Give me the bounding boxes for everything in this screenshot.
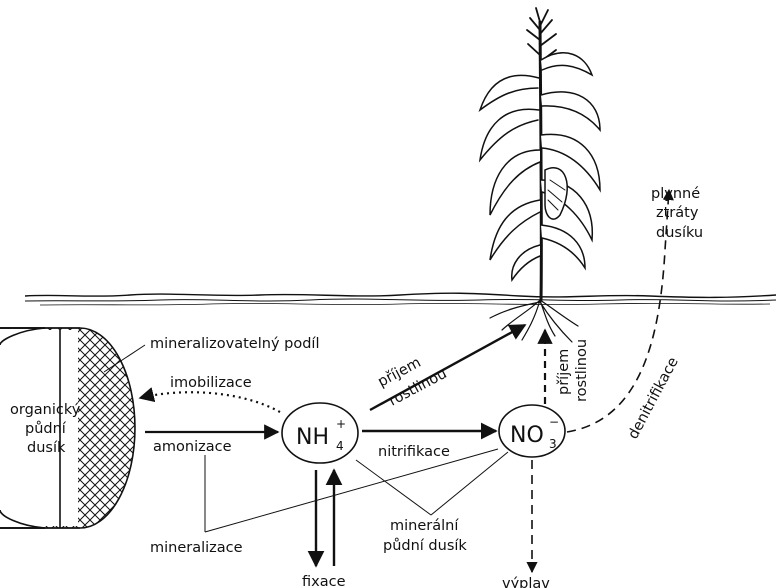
mineralization-label: mineralizace: [150, 540, 243, 556]
soil-surface: [25, 293, 776, 305]
organic-label-line1: organický: [10, 402, 81, 418]
immobilization-arrow: [140, 392, 280, 412]
mineral-leader-ammonium: [356, 460, 431, 515]
organic-label-line2: půdní: [25, 421, 67, 437]
leaching-label: výplav: [502, 576, 550, 588]
organic-label-line3: dusík: [27, 440, 66, 456]
fixation-label: fixace: [302, 574, 346, 588]
nitrate-node: NO − 3: [499, 405, 565, 457]
gas-loss-label-line3: dusíku: [656, 225, 703, 241]
mineral-nitrogen-label-line2: půdní dusík: [383, 538, 467, 554]
ammonium-subscript: 4: [336, 439, 344, 453]
nitrate-charge: −: [549, 415, 559, 429]
gas-loss-label-line2: ztráty: [656, 205, 699, 221]
nitrate-uptake-label-2: rostlinou: [574, 339, 590, 402]
nitrate-uptake-label-1: příjem: [556, 349, 572, 395]
nitrate-symbol: NO: [510, 423, 544, 448]
ammonium-charge: +: [336, 417, 346, 431]
immobilization-label: imobilizace: [170, 375, 252, 391]
nitrification-label: nitrifikace: [378, 444, 450, 460]
mineral-nitrogen-label-line1: minerální: [390, 518, 459, 534]
organic-soil-nitrogen-pool: organický půdní dusík: [0, 328, 135, 528]
maize-plant: [480, 8, 600, 342]
ammonification-label: amonizace: [153, 439, 232, 455]
mineral-leader-nitrate: [431, 452, 508, 515]
mineralizable-share-label: mineralizovatelný podíl: [150, 336, 319, 352]
ammonium-node: NH + 4: [282, 403, 358, 463]
gas-loss-label-line1: plynné: [651, 186, 700, 202]
denitrification-label: denitrifikace: [625, 355, 681, 442]
nitrate-subscript: 3: [549, 437, 557, 451]
ammonium-symbol: NH: [296, 425, 329, 450]
